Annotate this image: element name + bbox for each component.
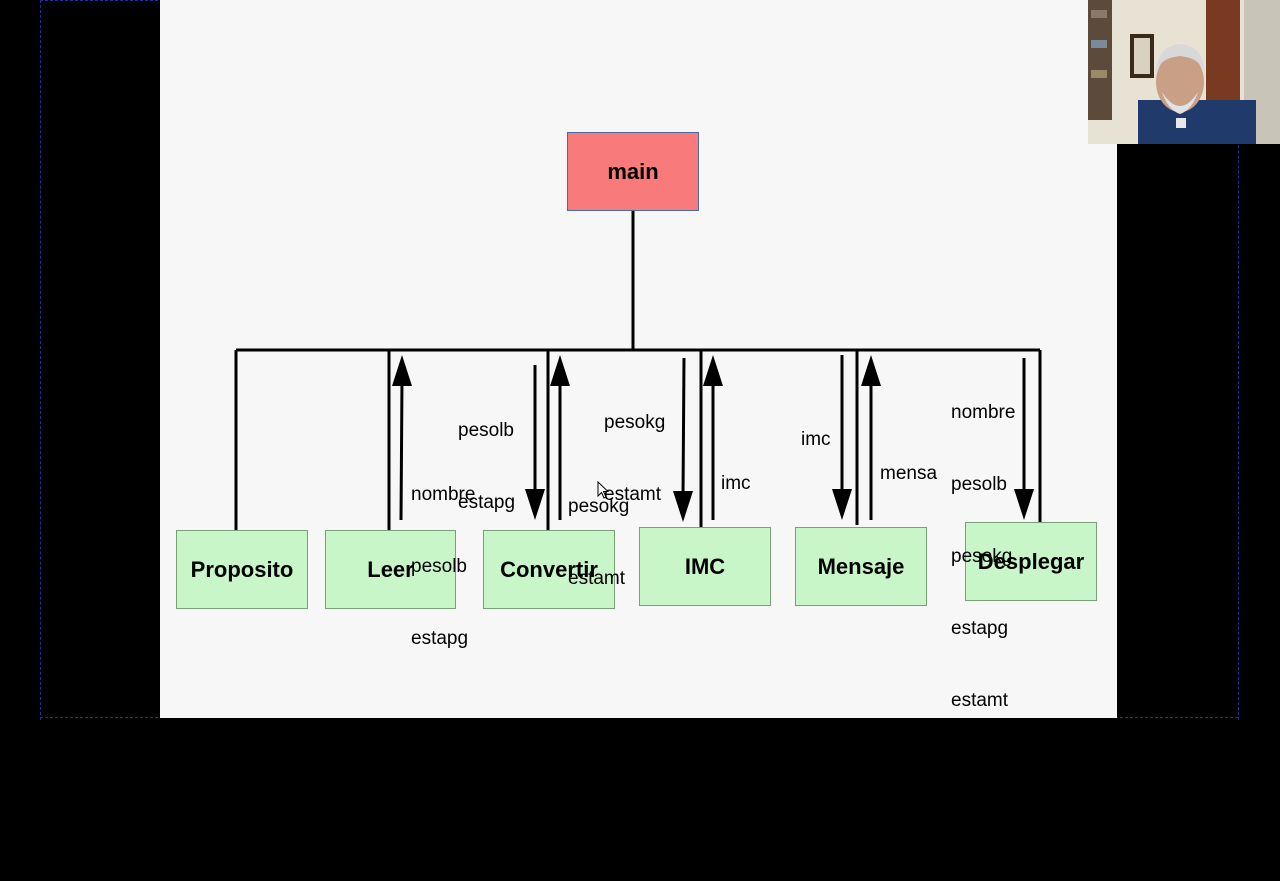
flow-label-leer-up: nombre pesolb estapg	[411, 435, 475, 675]
flow-label-desplegar-down: nombre pesolb pesokg estapg estamt Imc m…	[951, 353, 1015, 881]
flow-item: Imc	[951, 762, 982, 783]
flow-item: mensa	[951, 834, 1009, 855]
flow-label-mensaje-up: mensa	[880, 414, 937, 510]
arrowhead-down-icon	[832, 489, 852, 520]
flow-item: pesokg	[568, 496, 630, 517]
presenter-webcam-icon	[1088, 0, 1280, 144]
flow-label-convertir-up: pesokg estamt	[568, 447, 629, 615]
flow-item: pesolb	[411, 556, 467, 577]
arrowhead-up-icon	[703, 355, 723, 386]
arrowhead-down-icon	[525, 489, 545, 520]
root-module-main: main	[567, 132, 699, 211]
frame-guide-right	[1238, 0, 1239, 720]
flow-item: estapg	[951, 618, 1009, 639]
flow-item: pesokg	[951, 546, 1013, 567]
module-label: Leer	[367, 556, 414, 582]
webcam-feed	[1088, 0, 1280, 144]
flow-item: estamt	[951, 690, 1009, 711]
module-label: Convertir	[500, 556, 598, 582]
module-label: Proposito	[190, 556, 294, 582]
flow-item: estapg	[411, 628, 469, 649]
flow-item: estamt	[604, 484, 662, 505]
flow-item: pesolb	[951, 474, 1007, 495]
flow-arrow-leer-up	[399, 379, 404, 521]
flow-item: imc	[801, 429, 831, 450]
flow-item: imc	[721, 473, 751, 494]
arrowhead-down-icon	[1014, 489, 1034, 520]
flow-item: nombre	[411, 484, 476, 505]
flow-label-mensaje-down: imc	[801, 380, 831, 476]
module-proposito: Proposito	[176, 530, 308, 609]
arrowhead-up-icon	[392, 355, 412, 386]
module-label: Mensaje	[817, 553, 905, 579]
root-module-label: main	[607, 158, 659, 184]
flow-item: estapg	[458, 492, 516, 513]
frame-guide-left	[40, 0, 41, 720]
flow-arrow-imc-down	[681, 357, 686, 498]
module-convertir: Convertir	[483, 530, 615, 609]
flow-label-imc-up: imc	[721, 424, 751, 520]
mouse-pointer-icon	[597, 481, 610, 499]
structure-chart-connectors	[234, 211, 1042, 530]
module-desplegar: Desplegar	[965, 522, 1097, 601]
arrowhead-up-icon	[550, 355, 570, 386]
arrowhead-up-icon	[861, 355, 881, 386]
module-label: IMC	[684, 553, 726, 579]
module-imc: IMC	[639, 527, 771, 606]
module-mensaje: Mensaje	[795, 527, 927, 606]
flow-item: mensa	[880, 463, 938, 484]
module-leer: Leer	[325, 530, 456, 609]
flow-item: pesokg	[604, 412, 666, 433]
flow-item: estamt	[568, 568, 626, 589]
flow-item: nombre	[951, 402, 1016, 423]
flow-label-convertir-down: pesolb estapg	[458, 371, 515, 539]
flow-item: pesolb	[458, 420, 514, 441]
arrowhead-down-icon	[673, 491, 693, 522]
flow-label-imc-down: pesokg estamt	[604, 363, 665, 531]
module-label: Desplegar	[977, 548, 1085, 574]
slide-canvas	[160, 0, 1117, 718]
